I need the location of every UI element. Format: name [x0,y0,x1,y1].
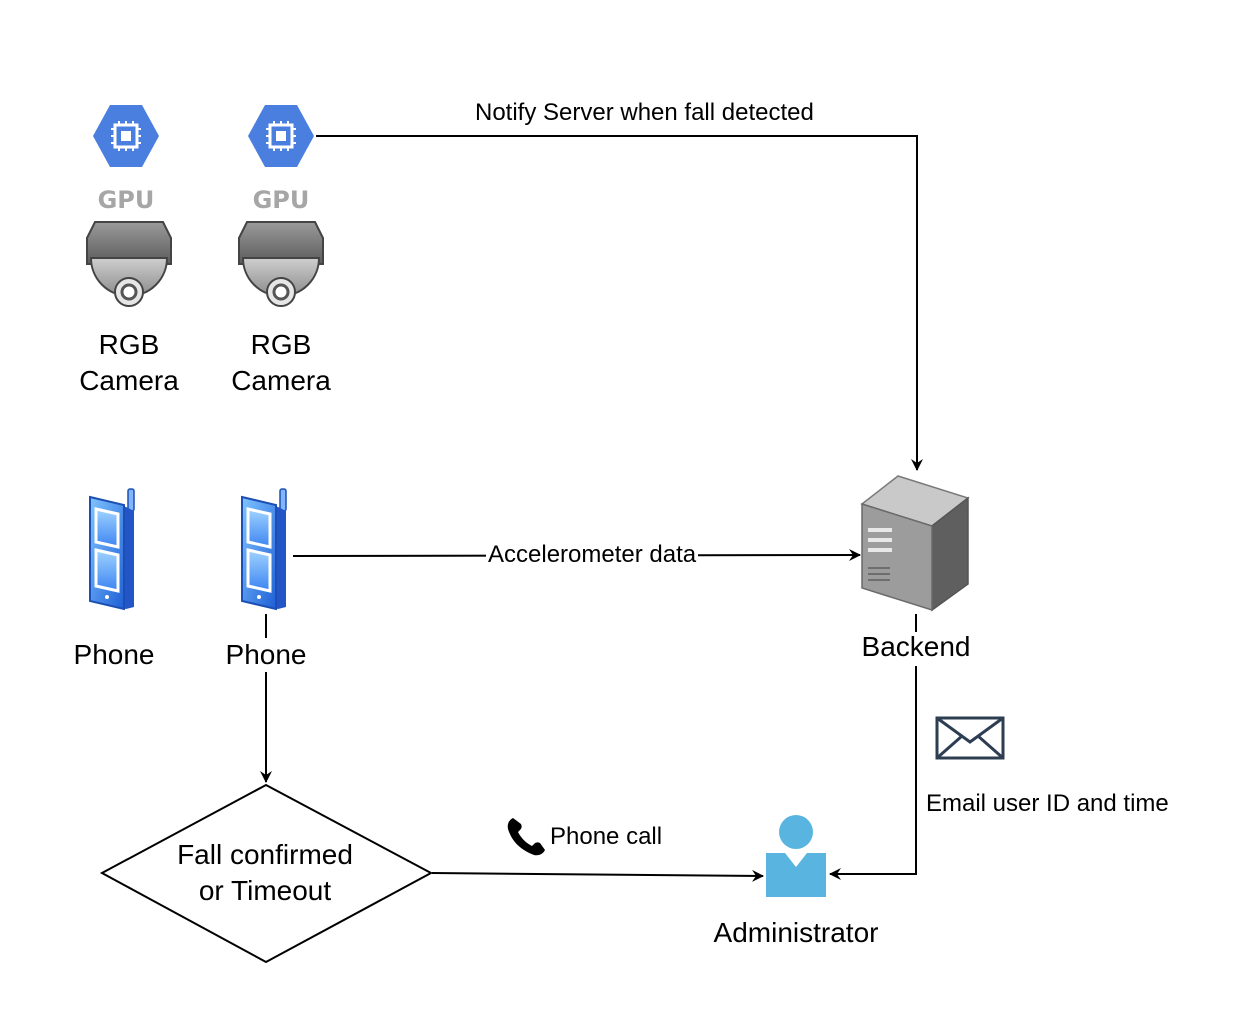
mobile-phone-icon [89,488,135,611]
edge-notify-server [316,135,923,471]
email-edge-label: Email user ID and time [926,790,1169,817]
decision-diamond [99,783,434,964]
envelope-icon [935,716,1005,760]
dome-camera-icon [238,221,324,307]
mobile-phone-icon [241,488,287,611]
edge-email [829,666,917,880]
camera-2-label-line1: RGB [250,329,312,360]
gpu-icon [93,105,159,167]
dome-camera-icon [86,221,172,307]
decision-label: Fall confirmed or Timeout [162,837,368,909]
camera-2-label: RGB Camera [216,327,346,399]
user-icon [766,815,826,897]
edge-phone-call [431,869,764,882]
camera-2-label-line2: Camera [231,365,331,396]
phone-call-edge-label: Phone call [550,823,663,850]
gpu-label: GPU [252,186,310,214]
camera-1-label: RGB Camera [64,327,194,399]
decision-label-line1: Fall confirmed [177,839,353,870]
decision-label-line2: or Timeout [198,875,332,906]
administrator-label: Administrator [713,917,879,948]
gpu-icon [248,105,314,167]
camera-1-label-line2: Camera [79,365,179,396]
phone-handset-icon [507,818,545,856]
accelerometer-edge-label: Accelerometer data [486,540,699,570]
phone-1-label: Phone [73,639,155,670]
gpu-label: GPU [97,186,155,214]
backend-label: Backend [861,631,971,662]
server-tower-icon [860,475,970,612]
notify-edge-label: Notify Server when fall detected [475,99,814,126]
phone-2-label: Phone [225,639,307,670]
camera-1-label-line1: RGB [98,329,160,360]
